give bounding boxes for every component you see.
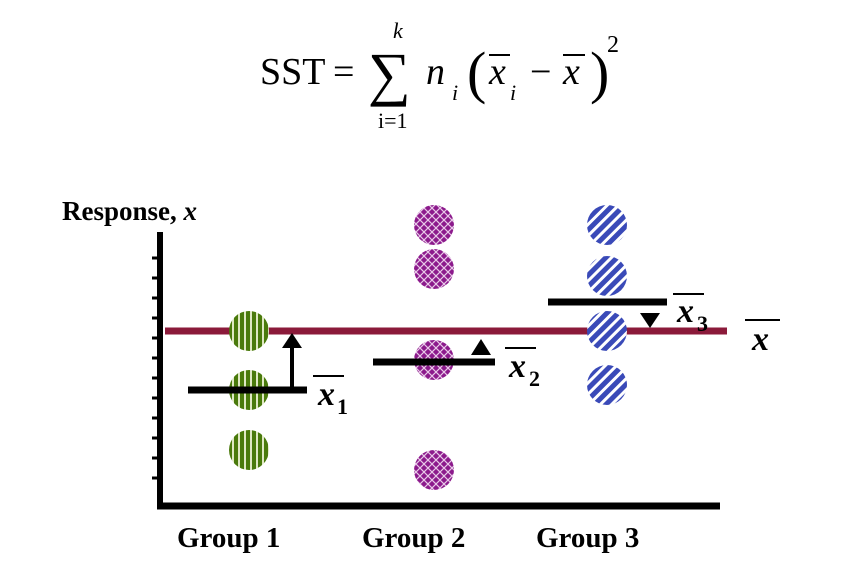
right-paren: ) xyxy=(590,40,609,105)
group3-point xyxy=(587,205,627,245)
formula-minus: − xyxy=(530,51,551,93)
formula-group-mean-subscript: i xyxy=(510,80,516,105)
group2-point xyxy=(414,249,454,289)
sst-formula: SST = ∑ k i=1 n i ( x i − x ) 2 xyxy=(260,18,619,133)
formula-n: n xyxy=(426,51,445,93)
group3-point xyxy=(587,365,627,405)
formula-equals: = xyxy=(333,51,354,93)
group3-point xyxy=(587,311,627,351)
sum-upper-limit: k xyxy=(393,18,404,43)
group2-point xyxy=(414,450,454,490)
group3-point xyxy=(587,256,627,296)
y-axis-label-variable: x xyxy=(183,196,198,226)
y-axis-label: Response, x xyxy=(62,196,197,227)
formula-n-subscript: i xyxy=(452,80,458,105)
y-axis-label-text: Response, xyxy=(62,196,177,226)
group1-point xyxy=(229,430,269,470)
group3-mean-subscript: 3 xyxy=(697,311,708,336)
group2-deviation-arrow xyxy=(471,339,491,355)
formula-grand-mean: x xyxy=(562,51,580,93)
grand-mean-label: x xyxy=(751,321,769,358)
group2-label: Group 2 xyxy=(362,522,466,554)
group1-mean-label: x xyxy=(317,376,335,413)
group3-deviation-arrow xyxy=(640,313,660,328)
formula-lhs: SST xyxy=(260,51,325,93)
group2-mean-label: x xyxy=(508,348,526,385)
group2-point xyxy=(414,205,454,245)
formula-group-mean: x xyxy=(488,51,506,93)
group2-mean-subscript: 2 xyxy=(529,366,540,391)
group1-mean-subscript: 1 xyxy=(337,394,348,419)
sum-lower-limit: i=1 xyxy=(378,108,408,133)
summation-sign: ∑ xyxy=(368,41,411,107)
group3-mean-label: x xyxy=(676,293,694,330)
group3-label: Group 3 xyxy=(536,522,640,554)
formula-exponent: 2 xyxy=(607,32,619,58)
group1-deviation-arrow xyxy=(282,333,302,388)
group1-point xyxy=(229,311,269,351)
left-paren: ( xyxy=(467,40,486,105)
group1-label: Group 1 xyxy=(177,522,281,554)
y-axis-ticks xyxy=(152,256,160,480)
